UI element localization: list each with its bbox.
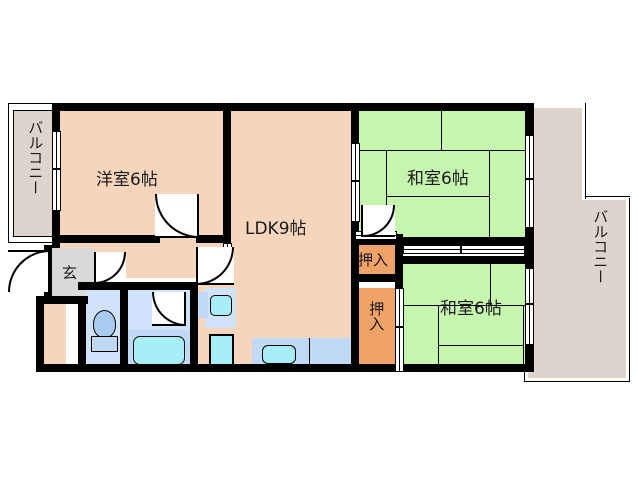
closet-lower bbox=[355, 288, 397, 372]
window-handle bbox=[53, 168, 60, 170]
entrance-label: 玄 bbox=[62, 264, 78, 282]
tatami-line bbox=[386, 150, 387, 241]
toilet-fixture bbox=[93, 310, 116, 338]
sliding-door-mullion bbox=[399, 288, 400, 372]
wall-yoshitsu-ldk bbox=[223, 103, 231, 243]
wall-yoshitsu-bottom bbox=[60, 235, 160, 243]
balcony-right-notch bbox=[586, 196, 630, 198]
tatami-line bbox=[386, 196, 489, 197]
wall-right-upper bbox=[525, 103, 534, 135]
tatami-line bbox=[399, 305, 525, 306]
wall-top bbox=[52, 103, 534, 111]
wall-yoshitsu-bottom-2 bbox=[196, 235, 231, 243]
bathtub-fixture bbox=[133, 336, 185, 365]
tatami-line bbox=[490, 264, 491, 305]
sliding-door-mullion bbox=[355, 143, 356, 222]
wall-right-mid bbox=[525, 228, 534, 268]
balcony-left-label: バルコニー bbox=[26, 120, 45, 195]
washitsu-lower-label: 和室6帖 bbox=[440, 299, 502, 319]
tatami-line bbox=[523, 305, 524, 372]
wall-water-right bbox=[190, 282, 198, 372]
tatami-line bbox=[441, 110, 442, 150]
window-mullion bbox=[529, 135, 530, 228]
closet-upper-label: 押入 bbox=[358, 251, 389, 269]
balcony-left bbox=[13, 110, 55, 237]
sliding-door-handle bbox=[460, 246, 462, 253]
window-mullion bbox=[529, 268, 530, 345]
washbasin-counter bbox=[198, 292, 208, 318]
ldk-label: LDK9帖 bbox=[245, 219, 307, 239]
wall-left-upper bbox=[52, 103, 60, 133]
tatami-line bbox=[438, 305, 439, 372]
washbasin-fixture bbox=[210, 295, 232, 316]
window-handle bbox=[526, 303, 533, 305]
wall-bath-top bbox=[120, 282, 198, 290]
wall-ldk-washitsu bbox=[351, 103, 359, 143]
wall-closet-right bbox=[395, 234, 403, 276]
window-handle bbox=[526, 178, 533, 180]
balcony-right-upper bbox=[528, 108, 582, 200]
tatami-line bbox=[489, 150, 490, 241]
ldk-floor bbox=[231, 110, 353, 372]
wall-hall-water bbox=[78, 282, 128, 290]
wall-bath-toilet bbox=[120, 282, 128, 372]
tatami-line bbox=[438, 345, 524, 346]
kitchen-sink-fixture bbox=[262, 345, 296, 364]
sliding-door-handle bbox=[352, 180, 359, 182]
balcony-right-label: バルコニー bbox=[591, 209, 610, 284]
window-mullion bbox=[56, 131, 57, 211]
kitchen-counter-divider bbox=[309, 338, 310, 372]
washitsu-lower-floor bbox=[399, 264, 525, 372]
wall-closet-between bbox=[351, 274, 403, 282]
closet-upper bbox=[355, 240, 397, 276]
washitsu-upper-label: 和室6帖 bbox=[407, 169, 469, 189]
wall-bottom bbox=[36, 364, 534, 372]
wall-left-lower bbox=[36, 296, 44, 372]
wall-left-step bbox=[36, 296, 88, 304]
wall-toilet-left bbox=[78, 296, 86, 372]
wall-washitsu-upper-bottom bbox=[359, 237, 533, 245]
balcony-right-lower bbox=[528, 200, 626, 378]
yoshitsu-label: 洋室6帖 bbox=[96, 170, 158, 190]
toilet-tank bbox=[91, 336, 118, 352]
wall-washitsu-lower-top bbox=[395, 256, 534, 264]
sliding-door-mullion bbox=[403, 249, 525, 250]
wall-right-lower bbox=[525, 345, 534, 372]
closet-lower-label: 押入 bbox=[367, 301, 386, 331]
washing-machine-space bbox=[209, 334, 234, 366]
wall-left-mid bbox=[52, 210, 60, 248]
sliding-door-handle bbox=[396, 326, 403, 328]
tatami-line bbox=[359, 150, 525, 151]
wall-ldk-closet bbox=[351, 222, 359, 372]
